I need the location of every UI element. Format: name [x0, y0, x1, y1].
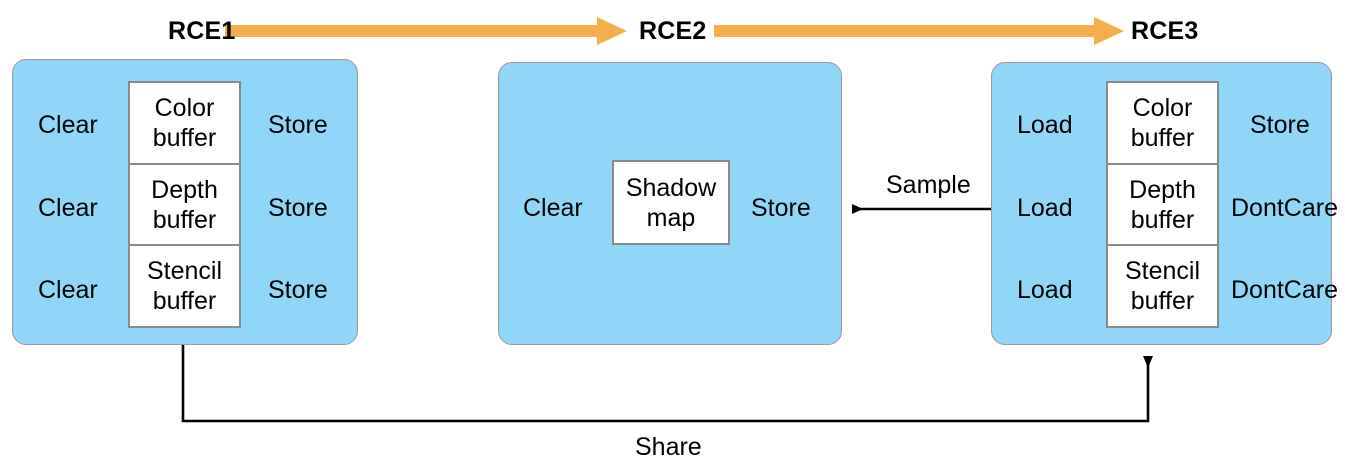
load-action-rce1-color: Clear — [38, 111, 98, 139]
buffer-label-line1: Color — [1132, 93, 1193, 122]
buffer-cell-stencil: Stencil buffer — [1108, 246, 1217, 326]
buffer-cell-color: Color buffer — [130, 83, 239, 165]
buffer-label-line2: map — [646, 203, 696, 232]
sample-edge-label: Sample — [886, 171, 971, 199]
buffer-label-line2: buffer — [152, 123, 217, 152]
store-action-rce1-depth: Store — [268, 194, 328, 222]
store-action-rce2-shadow-map: Store — [751, 194, 811, 222]
flow-arrow-rce2-rce3 — [714, 17, 1124, 45]
store-action-rce3-stencil: DontCare — [1231, 276, 1338, 304]
load-action-rce3-stencil: Load — [1017, 276, 1073, 304]
load-action-rce1-stencil: Clear — [38, 276, 98, 304]
load-action-rce3-depth: Load — [1017, 194, 1073, 222]
store-action-rce1-color: Store — [268, 111, 328, 139]
flow-arrow-rce1-rce2 — [225, 17, 627, 45]
pass-title-rce3: RCE3 — [1131, 17, 1199, 45]
load-action-rce2-shadow-map: Clear — [523, 194, 583, 222]
buffer-label-line1: Stencil — [1124, 257, 1201, 286]
buffer-cell-depth: Depth buffer — [130, 165, 239, 247]
pass-title-rce2: RCE2 — [639, 17, 707, 45]
buffer-cell-shadow-map: Shadow map — [612, 160, 730, 245]
load-action-rce1-depth: Clear — [38, 194, 98, 222]
buffer-stack-rce3: Color buffer Depth buffer Stencil buffer — [1106, 81, 1219, 328]
buffer-cell-depth: Depth buffer — [1108, 165, 1217, 247]
buffer-label-line2: buffer — [1130, 123, 1195, 152]
buffer-label-line1: Shadow — [625, 173, 717, 202]
buffer-label-line1: Color — [154, 93, 215, 122]
buffer-stack-rce1: Color buffer Depth buffer Stencil buffer — [128, 81, 241, 328]
buffer-cell-stencil: Stencil buffer — [130, 246, 239, 326]
share-connector — [181, 344, 1153, 423]
buffer-cell-color: Color buffer — [1108, 83, 1217, 165]
buffer-label-line2: buffer — [152, 205, 217, 234]
buffer-label-line2: buffer — [152, 287, 217, 316]
load-action-rce3-color: Load — [1017, 111, 1073, 139]
store-action-rce3-depth: DontCare — [1231, 194, 1338, 222]
share-edge-label: Share — [635, 433, 702, 461]
buffer-label-line1: Depth — [151, 175, 218, 204]
store-action-rce1-stencil: Store — [268, 276, 328, 304]
store-action-rce3-color: Store — [1250, 111, 1310, 139]
buffer-label-line1: Stencil — [146, 257, 223, 286]
buffer-label-line1: Depth — [1129, 175, 1196, 204]
buffer-label-line2: buffer — [1130, 287, 1195, 316]
pass-title-rce1: RCE1 — [168, 17, 236, 45]
buffer-label-line2: buffer — [1130, 205, 1195, 234]
